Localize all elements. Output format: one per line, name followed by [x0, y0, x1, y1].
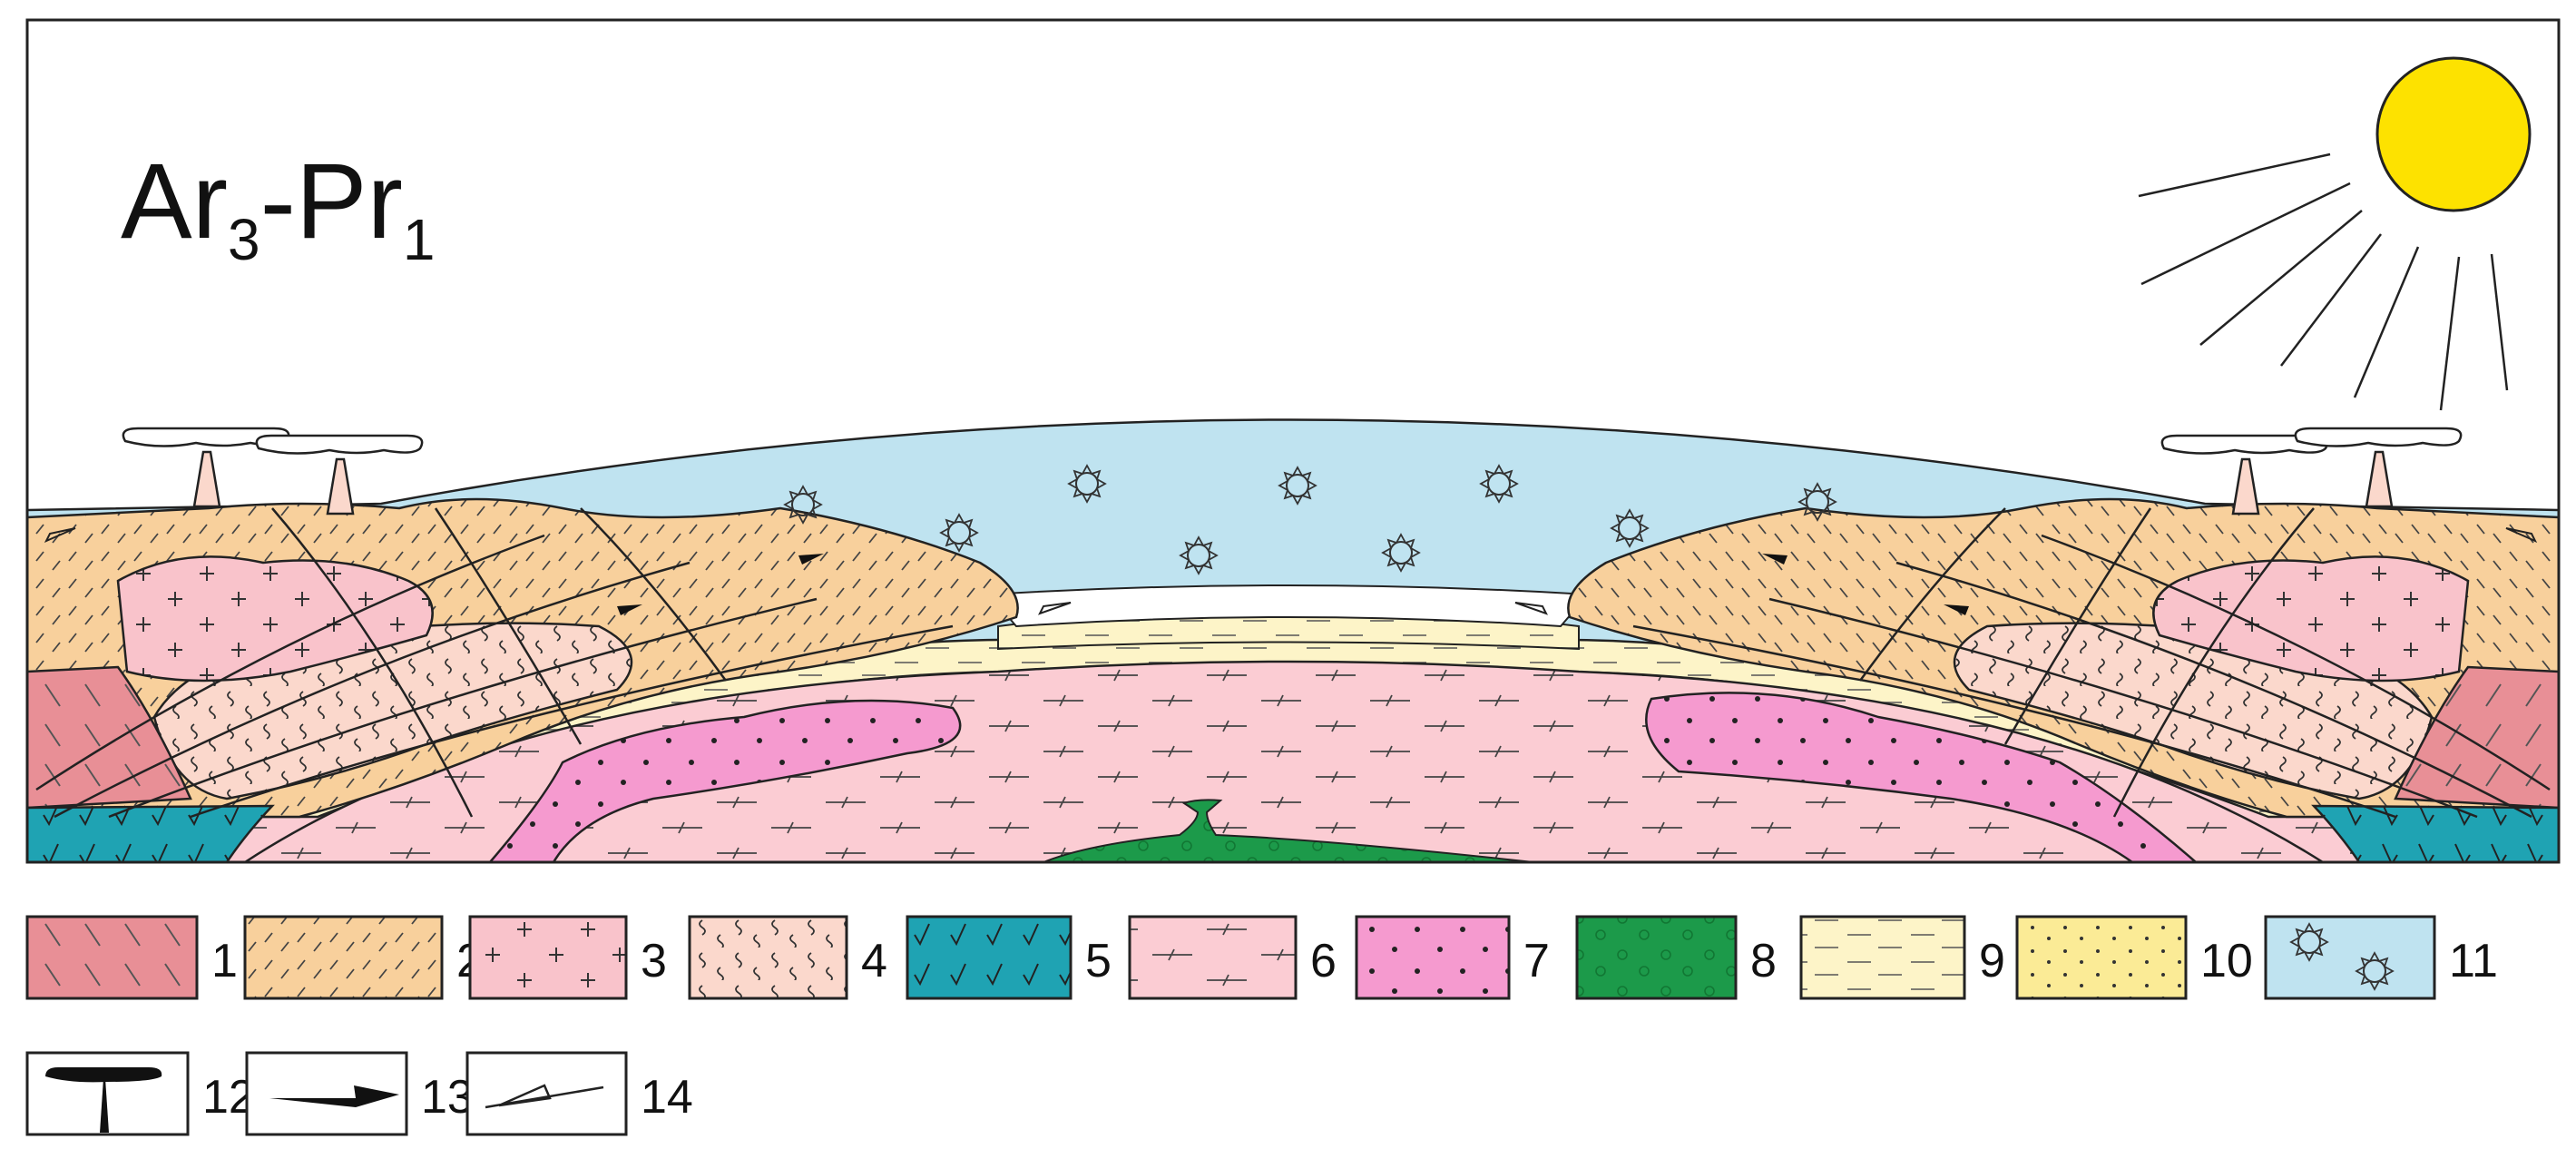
legend-swatch-ticked-dashes	[1128, 915, 1298, 1000]
legend-number: 9	[1979, 935, 2005, 987]
legend-swatch-checkmarks	[906, 915, 1073, 1000]
intrusion-left-unit-7	[488, 699, 962, 862]
legend-item-4: 4	[688, 915, 887, 1000]
legend-swatch-diagonal-hatch	[25, 915, 199, 1000]
thrust-arrow-icon	[269, 1085, 399, 1107]
legend-number: 14	[641, 1071, 693, 1124]
granite-right-unit-3	[2152, 555, 2470, 683]
legend-swatch-fine-dots	[2015, 915, 2188, 1000]
legend-number: 4	[861, 935, 887, 987]
age-title: Ar3-Pr1	[121, 142, 435, 272]
gneiss-left-unit-1	[27, 665, 192, 810]
legend-number: 8	[1750, 935, 1777, 987]
legend-swatch-short-dashes	[243, 915, 444, 1000]
legend-item-11: 11	[2264, 915, 2498, 1000]
volcano-icon	[45, 1067, 162, 1133]
legend-number: 3	[641, 935, 667, 987]
thrust-arrows	[617, 554, 1969, 615]
legend-swatch-star-shells	[2264, 915, 2436, 1000]
legend-swatch-crosses	[468, 915, 628, 1000]
legend-number: 13	[421, 1071, 474, 1124]
legend-item-9: 9	[1799, 915, 2005, 1000]
diagram-frame	[25, 18, 2561, 864]
legend-item-1: 1	[25, 915, 238, 1000]
open-half-arrows	[44, 527, 2538, 615]
legend-number: 7	[1523, 935, 1550, 987]
granite-left-unit-3	[116, 555, 434, 683]
legend-item-5: 5	[906, 915, 1112, 1000]
legend-swatch-small-circles	[1575, 915, 1738, 1000]
legend-number: 10	[2200, 935, 2253, 987]
legend-item-12: 12	[25, 1051, 255, 1136]
legend-swatch-wavy-s	[688, 915, 848, 1000]
legend-item-8: 8	[1575, 915, 1777, 1000]
legend-item-6: 6	[1128, 915, 1337, 1000]
legend-number: 1	[211, 935, 238, 987]
legend-swatch-dashes	[1799, 915, 1966, 1000]
legend-number: 6	[1310, 935, 1337, 987]
half-arrow-icon	[485, 1084, 604, 1109]
intrusion-right-unit-7	[1645, 692, 2198, 862]
legend-number: 5	[1085, 935, 1112, 987]
fault-lines	[35, 507, 2551, 819]
legend-item-3: 3	[468, 915, 667, 1000]
legend: 1234567891011121314	[25, 915, 2498, 1136]
legend-item-10: 10	[2015, 915, 2253, 1000]
legend-swatch-dots	[1355, 915, 1511, 1000]
gneiss-right-unit-1	[2394, 665, 2559, 810]
legend-item-13: 13	[245, 1051, 474, 1136]
sun-icon	[2138, 56, 2532, 411]
legend-item-2: 2	[243, 915, 483, 1000]
legend-item-7: 7	[1355, 915, 1550, 1000]
legend-item-14: 14	[465, 1051, 693, 1136]
cross-section	[27, 20, 2559, 862]
legend-number: 11	[2449, 935, 2498, 987]
mafic-body-unit-8	[1043, 799, 1534, 862]
